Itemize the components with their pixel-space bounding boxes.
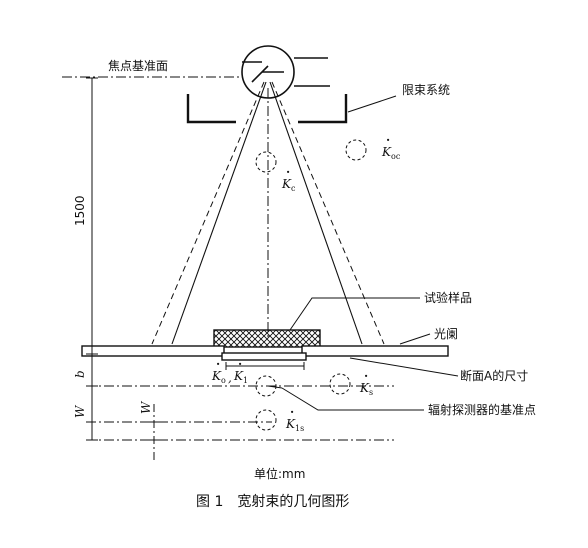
xray-tube-icon — [241, 45, 330, 99]
svg-text:·: · — [216, 357, 220, 371]
collimator-system — [186, 94, 348, 124]
svg-text:·: · — [238, 357, 242, 371]
collimator-label: 限束系统 — [402, 83, 450, 97]
detector-ref-label: 辐射探测器的基准点 — [428, 402, 536, 417]
units-label: 单位:mm — [254, 466, 305, 481]
symbol-k-c: · K c — [281, 165, 296, 193]
svg-text:1: 1 — [243, 376, 248, 385]
symbol-k-oc: · K oc — [381, 133, 401, 161]
figure-caption: 图 1 宽射束的几何图形 — [196, 493, 349, 510]
detector-koc — [345, 139, 367, 161]
svg-text:·: · — [386, 133, 390, 147]
sample-label: 试验样品 — [424, 290, 472, 305]
w-outer-label: W — [73, 404, 87, 418]
svg-text:·: · — [290, 405, 294, 419]
symbol-k-1s: · K 1s — [285, 405, 304, 433]
distance-dimension — [86, 77, 160, 460]
svg-text:K: K — [233, 369, 244, 383]
detector-k1s — [255, 409, 277, 431]
test-sample — [213, 329, 321, 348]
svg-text:c: c — [291, 184, 296, 193]
w-inner-label: W — [139, 400, 153, 414]
distance-value: 1500 — [73, 195, 87, 226]
svg-text:K: K — [359, 381, 370, 395]
svg-text:oc: oc — [391, 152, 401, 161]
diaphragm — [81, 345, 449, 361]
symbol-k-o: · K o — [211, 357, 226, 385]
svg-text:K: K — [281, 177, 292, 191]
symbol-k-1: · K 1 — [233, 357, 248, 385]
beam-boundary — [151, 81, 385, 345]
svg-text:K: K — [381, 145, 392, 159]
svg-text:1s: 1s — [295, 424, 304, 433]
detector-ks — [329, 373, 351, 395]
svg-text:K: K — [211, 369, 222, 383]
svg-text:·: · — [286, 165, 290, 179]
b-label: b — [73, 370, 87, 378]
focal-plane-label: 焦点基准面 — [108, 59, 168, 73]
svg-text:·: · — [364, 369, 368, 383]
detector-k1 — [255, 375, 277, 397]
detector-positions — [255, 139, 367, 431]
svg-text:K: K — [285, 417, 296, 431]
svg-text:s: s — [369, 388, 373, 397]
svg-text:o: o — [221, 376, 226, 385]
symbol-k-s: · K s — [359, 369, 373, 397]
detector-kc — [255, 151, 277, 173]
leader-lines — [267, 95, 459, 411]
section-a-dimension — [225, 362, 305, 370]
section-label: 断面A的尺寸 — [460, 368, 528, 383]
diaphragm-label: 光阑 — [434, 326, 458, 341]
symbol-separator: , — [228, 371, 232, 385]
